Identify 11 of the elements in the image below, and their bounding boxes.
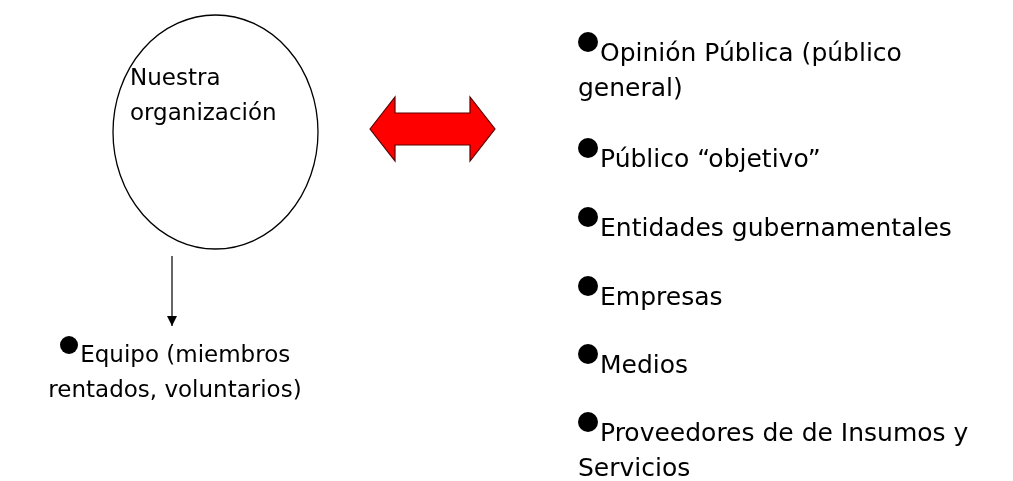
list-item: Proveedores de de Insumos y Servicios <box>578 412 1006 481</box>
double-arrow <box>369 95 496 163</box>
list-item: Medios <box>578 344 1008 382</box>
list-item: Entidades gubernamentales <box>578 207 1008 245</box>
arrow <box>167 255 177 327</box>
list-item: Empresas <box>578 276 1008 314</box>
list-item: Equipo (miembros rentados, voluntarios) <box>40 336 310 408</box>
list-item: Opinión Pública (público general) <box>578 32 978 105</box>
node-label: Nuestra organización <box>130 63 278 127</box>
organization-ellipse <box>112 14 319 250</box>
list-item: Público “objetivo” <box>578 138 1008 176</box>
